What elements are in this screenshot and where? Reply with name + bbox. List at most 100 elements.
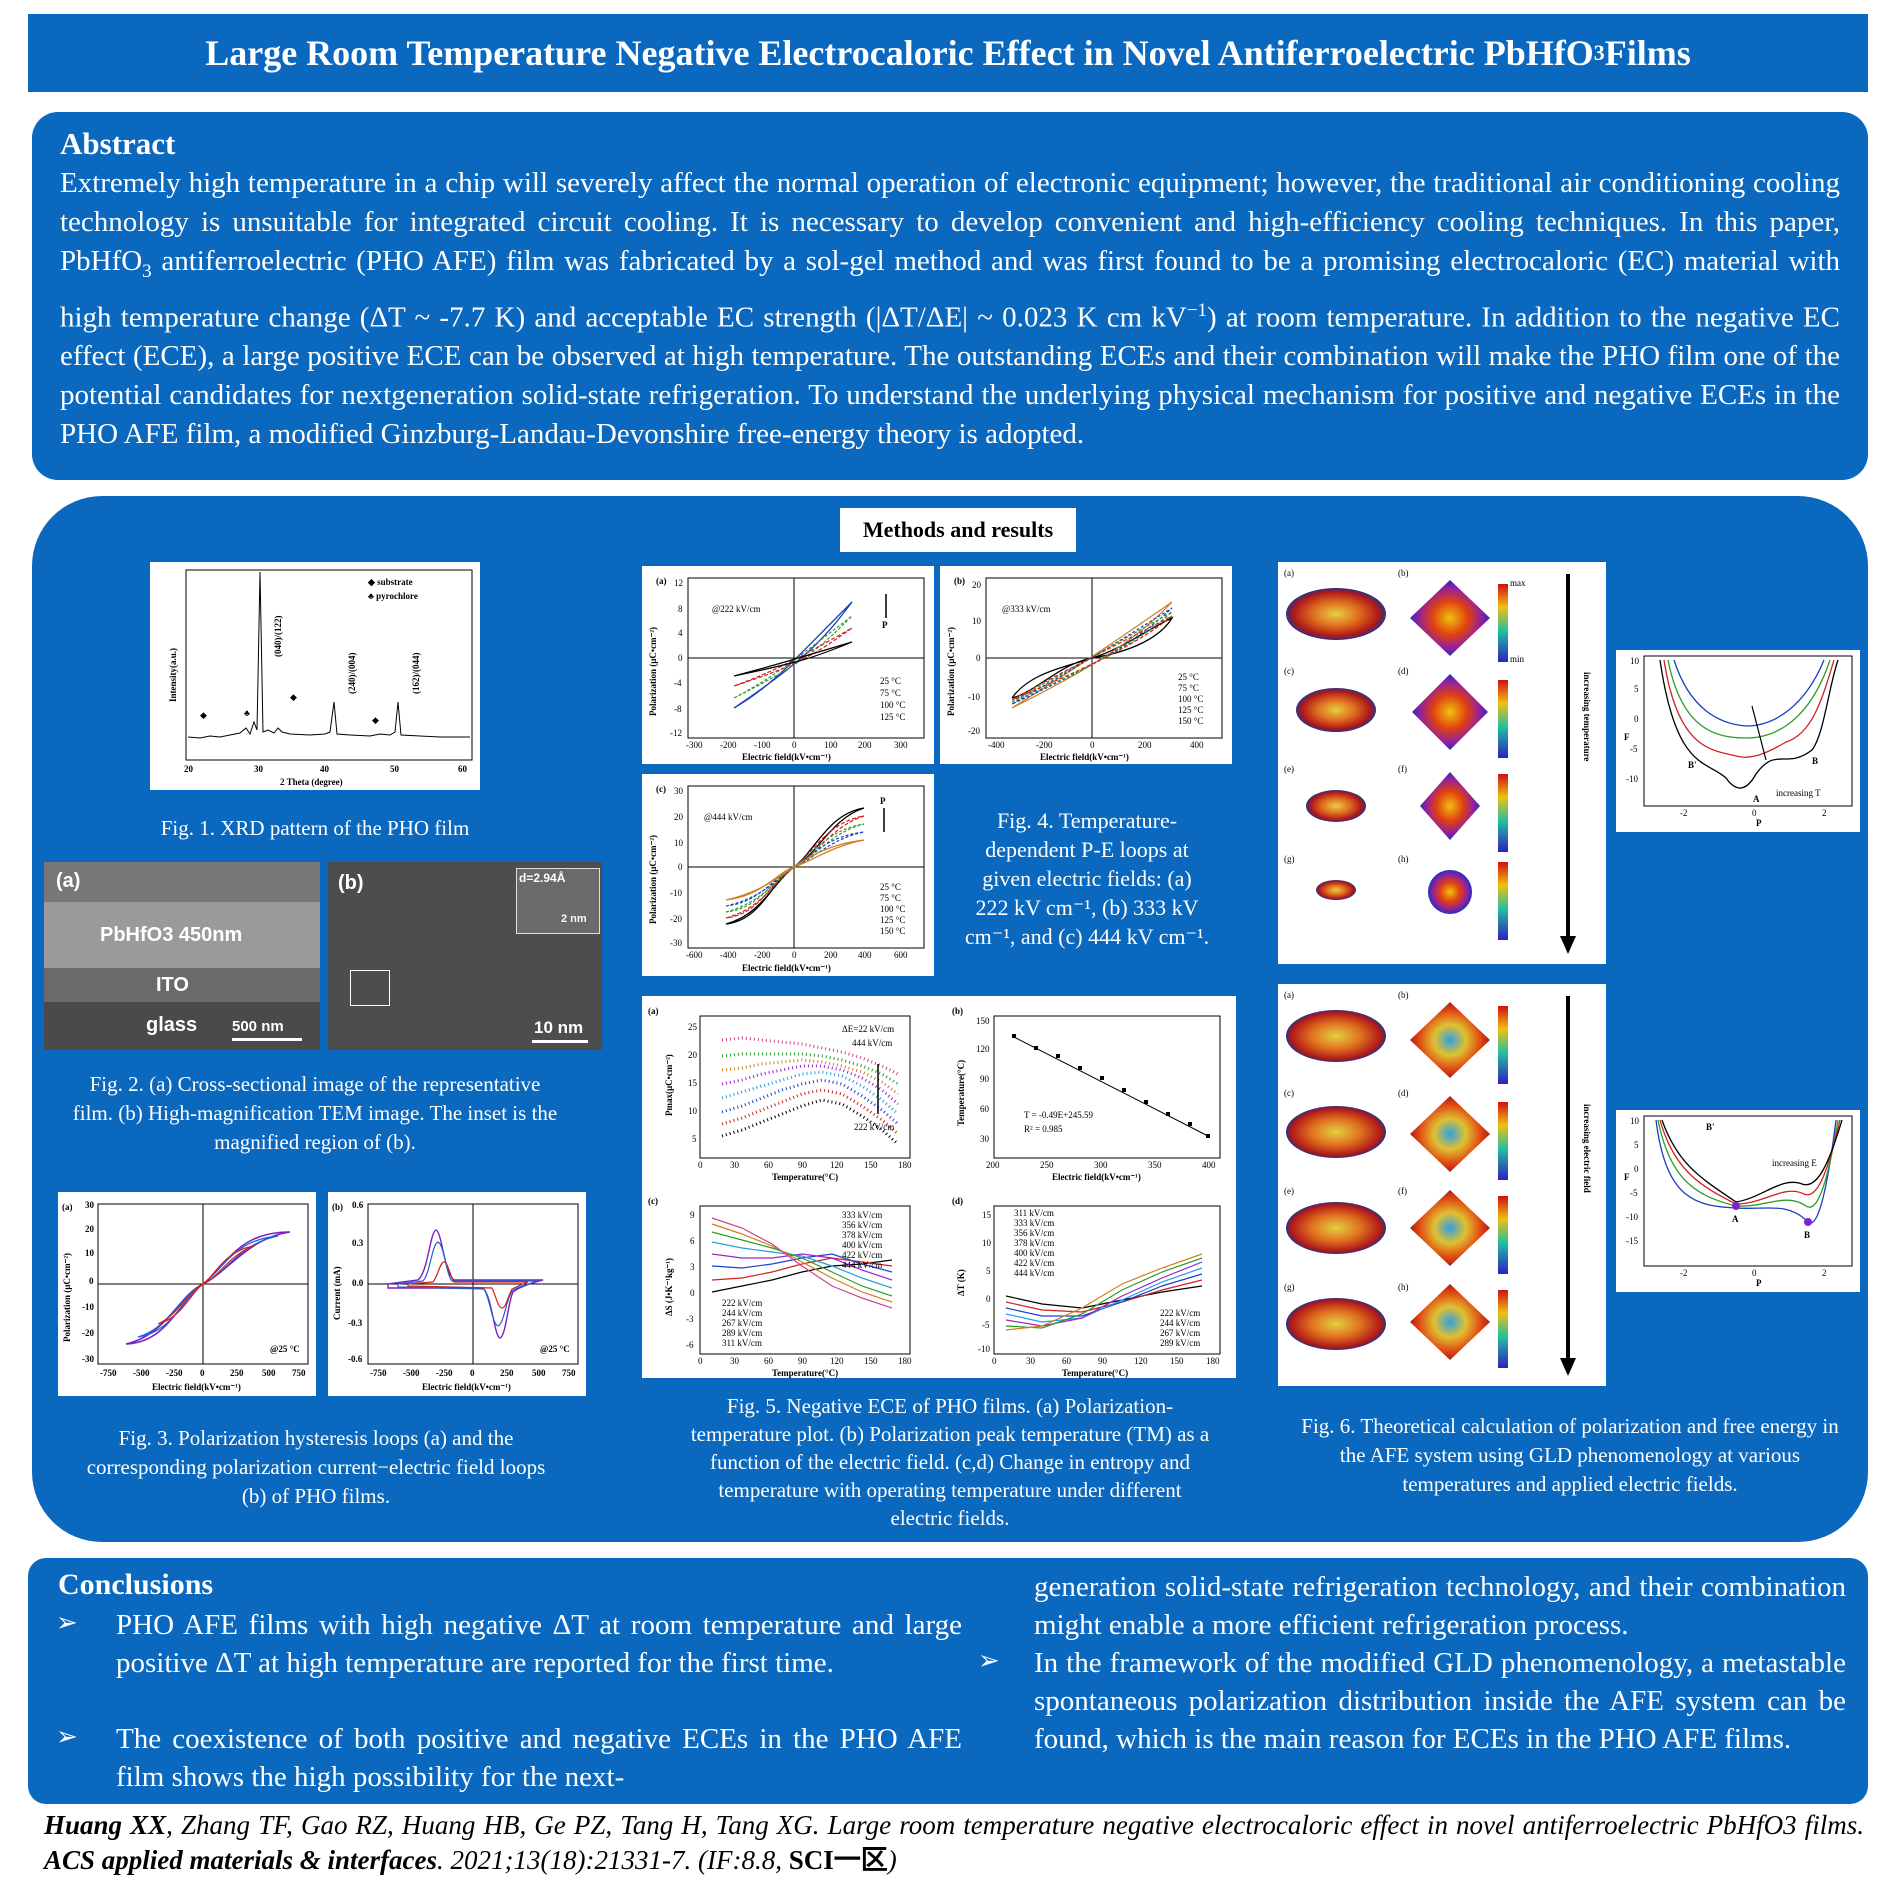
fig3b-xtick: 0 bbox=[470, 1368, 475, 1378]
fig3a-xlabel: Electric field(kV•cm⁻¹) bbox=[152, 1382, 241, 1392]
fig4-caption: Fig. 4. Temperature- dependent P-E loops… bbox=[952, 806, 1222, 951]
fig4b-xtick: 400 bbox=[1190, 740, 1204, 750]
fig5b-xlabel: Electric field(kV•cm⁻¹) bbox=[1052, 1172, 1141, 1182]
fig4a-xtick: 0 bbox=[792, 740, 797, 750]
fig4a-ytick: 12 bbox=[674, 578, 683, 588]
fig5b-xtick: 350 bbox=[1148, 1160, 1162, 1170]
fig4c-xlabel: Electric field(kV•cm⁻¹) bbox=[742, 963, 831, 973]
fig3b-note: @25 °C bbox=[540, 1344, 570, 1354]
fig5d-legend-item: 378 kV/cm bbox=[1014, 1238, 1054, 1248]
fig4c-ylabel: Polarization (µC•cm⁻²) bbox=[648, 835, 658, 924]
fig4b-legend-item: 150 °C bbox=[1178, 716, 1203, 726]
fig5c-ytick: 3 bbox=[690, 1262, 695, 1272]
fig4a-xtick: 300 bbox=[894, 740, 908, 750]
fig4b-ytick: 20 bbox=[972, 580, 982, 590]
fig5c-xtick: 30 bbox=[730, 1356, 740, 1366]
fig5c-legend-item: 400 kV/cm bbox=[842, 1240, 882, 1250]
fig6h2-map bbox=[1410, 1284, 1490, 1360]
abstract-text-b: antiferroelectric (PHO AFE) film was fab… bbox=[60, 245, 1840, 334]
fig4a-legend-item: 125 °C bbox=[880, 712, 905, 722]
fig5a-ytick: 5 bbox=[692, 1134, 697, 1144]
fig2b-tem-image: (b) d=2.94Å 2 nm 10 nm bbox=[328, 862, 602, 1050]
fig6-bottom-xtick: 0 bbox=[1752, 1268, 1757, 1278]
citation-author: Huang XX bbox=[44, 1810, 167, 1840]
fig4c-xtick: -600 bbox=[686, 950, 703, 960]
fig6-top-label-b: B bbox=[1812, 756, 1818, 766]
fig5d-legend-item: 222 kV/cm bbox=[1160, 1308, 1200, 1318]
fig5c-legend-item: 244 kV/cm bbox=[722, 1308, 762, 1318]
fig1-peak-label-1: (040)/(122) bbox=[273, 616, 283, 658]
fig6-panel-label: (f) bbox=[1398, 1186, 1407, 1196]
fig4c-xtick: -200 bbox=[754, 950, 771, 960]
fig6-bottom-note: increasing E bbox=[1772, 1158, 1817, 1168]
fig5c-xtick: 0 bbox=[698, 1356, 703, 1366]
fig2a-label: (a) bbox=[56, 870, 81, 892]
abstract-heading: Abstract bbox=[60, 126, 176, 161]
fig3b-xtick: -500 bbox=[403, 1368, 420, 1378]
fig6f-map bbox=[1420, 772, 1480, 840]
fig5d-legend-item: 311 kV/cm bbox=[1014, 1208, 1054, 1218]
citation-body: , Zhang TF, Gao RZ, Huang HB, Ge PZ, Tan… bbox=[166, 1810, 1864, 1840]
citation: Huang XX, Zhang TF, Gao RZ, Huang HB, Ge… bbox=[44, 1808, 1864, 1878]
fig4b-xlabel: Electric field(kV•cm⁻¹) bbox=[1040, 752, 1129, 762]
fig6-bottom-panel: increasing electric field (a) (b) (c) (d… bbox=[1278, 984, 1606, 1386]
fig3a-ytick: 10 bbox=[85, 1248, 95, 1258]
conclusion-item-3: In the framework of the modified GLD phe… bbox=[1034, 1647, 1846, 1755]
fig6-panel-label: (b) bbox=[1398, 568, 1409, 578]
fig5b-ytick: 60 bbox=[980, 1104, 990, 1114]
fig4b-ytick: 10 bbox=[972, 616, 982, 626]
fig5b-ytick: 90 bbox=[980, 1074, 990, 1084]
fig5d-xtick: 120 bbox=[1134, 1356, 1148, 1366]
fig1-marker-1: ◆ bbox=[200, 710, 207, 720]
fig5d-legend-item: 244 kV/cm bbox=[1160, 1318, 1200, 1328]
fig4c-arrow-label: P bbox=[880, 796, 886, 806]
fig4c-label: (c) bbox=[656, 784, 666, 794]
title-text: Large Room Temperature Negative Electroc… bbox=[205, 33, 1594, 73]
fig6-panel-label: (a) bbox=[1284, 990, 1294, 1000]
fig2b-scale: 10 nm bbox=[534, 1018, 584, 1037]
fig6-bottom-xlabel: P bbox=[1756, 1278, 1762, 1288]
fig5c-series bbox=[711, 1217, 893, 1309]
fig5a-note-delta: ΔE=22 kV/cm bbox=[842, 1024, 894, 1034]
fig1-xrd-trace bbox=[187, 571, 470, 739]
fig2a-layer-glass: glass bbox=[146, 1014, 198, 1036]
fig5a-ytick: 15 bbox=[688, 1078, 698, 1088]
fig1-xtick: 40 bbox=[320, 764, 330, 774]
fig2b-region-box bbox=[350, 970, 390, 1006]
conclusion-item-2-part-2: generation solid-state refrigeration tec… bbox=[1034, 1571, 1846, 1641]
fig1-marker-4: ◆ bbox=[372, 715, 379, 725]
fig5b-xtick: 400 bbox=[1202, 1160, 1216, 1170]
fig4-caption-line: 222 kV cm⁻¹, (b) 333 kV bbox=[975, 895, 1199, 920]
fig2a-scale: 500 nm bbox=[232, 1018, 284, 1035]
fig1-caption: Fig. 1. XRD pattern of the PHO film bbox=[160, 816, 470, 840]
fig6-bottom-ytick: 0 bbox=[1634, 1164, 1639, 1174]
fig6-top-xtick: 2 bbox=[1822, 808, 1827, 818]
fig6-bottom-curve-panel: F P A B B' increasing E 10 5 0 -5 -10 -1… bbox=[1616, 1110, 1860, 1292]
fig5d-ytick: -10 bbox=[978, 1344, 990, 1354]
fig3a-xtick: -500 bbox=[133, 1368, 150, 1378]
fig5c-label: (c) bbox=[648, 1196, 658, 1206]
fig4c-ytick: 0 bbox=[678, 862, 683, 872]
fig6-top-maps: max min increasing temperature (a) (b) (… bbox=[1284, 568, 1592, 954]
poster-title: Large Room Temperature Negative Electroc… bbox=[28, 14, 1868, 92]
fig6-bottom-point-a bbox=[1732, 1202, 1740, 1210]
fig5c-ytick: 6 bbox=[690, 1236, 695, 1246]
fig3a-ylabel: Polarization (µC•cm⁻²) bbox=[62, 1253, 72, 1342]
citation-sci: SCI一区 bbox=[788, 1845, 888, 1875]
fig6c-surface bbox=[1296, 688, 1376, 732]
fig5d-legend-item: 422 kV/cm bbox=[1014, 1258, 1054, 1268]
fig4a-ytick: 8 bbox=[678, 604, 683, 614]
fig3a-xtick: 750 bbox=[292, 1368, 306, 1378]
fig4a-ytick: -4 bbox=[674, 678, 682, 688]
fig6-arrow-top-label: increasing temperature bbox=[1582, 672, 1592, 761]
fig5d-ytick: 0 bbox=[986, 1294, 991, 1304]
fig5a-xtick: 120 bbox=[830, 1160, 844, 1170]
fig4a-xtick: 100 bbox=[824, 740, 838, 750]
fig1-peak-label-2: (240)/(004) bbox=[347, 653, 357, 695]
fig4a-panel: (a) @222 kV/cm 25 °C 75 °C 100 °C 125 °C… bbox=[642, 566, 934, 764]
fig4c-chart: (c) @444 kV/cm P 25 °C 75 °C 100 °C 125 … bbox=[648, 784, 925, 973]
fig6-bottom-ytick: -10 bbox=[1626, 1212, 1638, 1222]
fig5d-legend-item: 400 kV/cm bbox=[1014, 1248, 1054, 1258]
fig1-ylabel: Intensity(a.u.) bbox=[168, 648, 178, 702]
fig6-top-xtick: -2 bbox=[1680, 808, 1688, 818]
